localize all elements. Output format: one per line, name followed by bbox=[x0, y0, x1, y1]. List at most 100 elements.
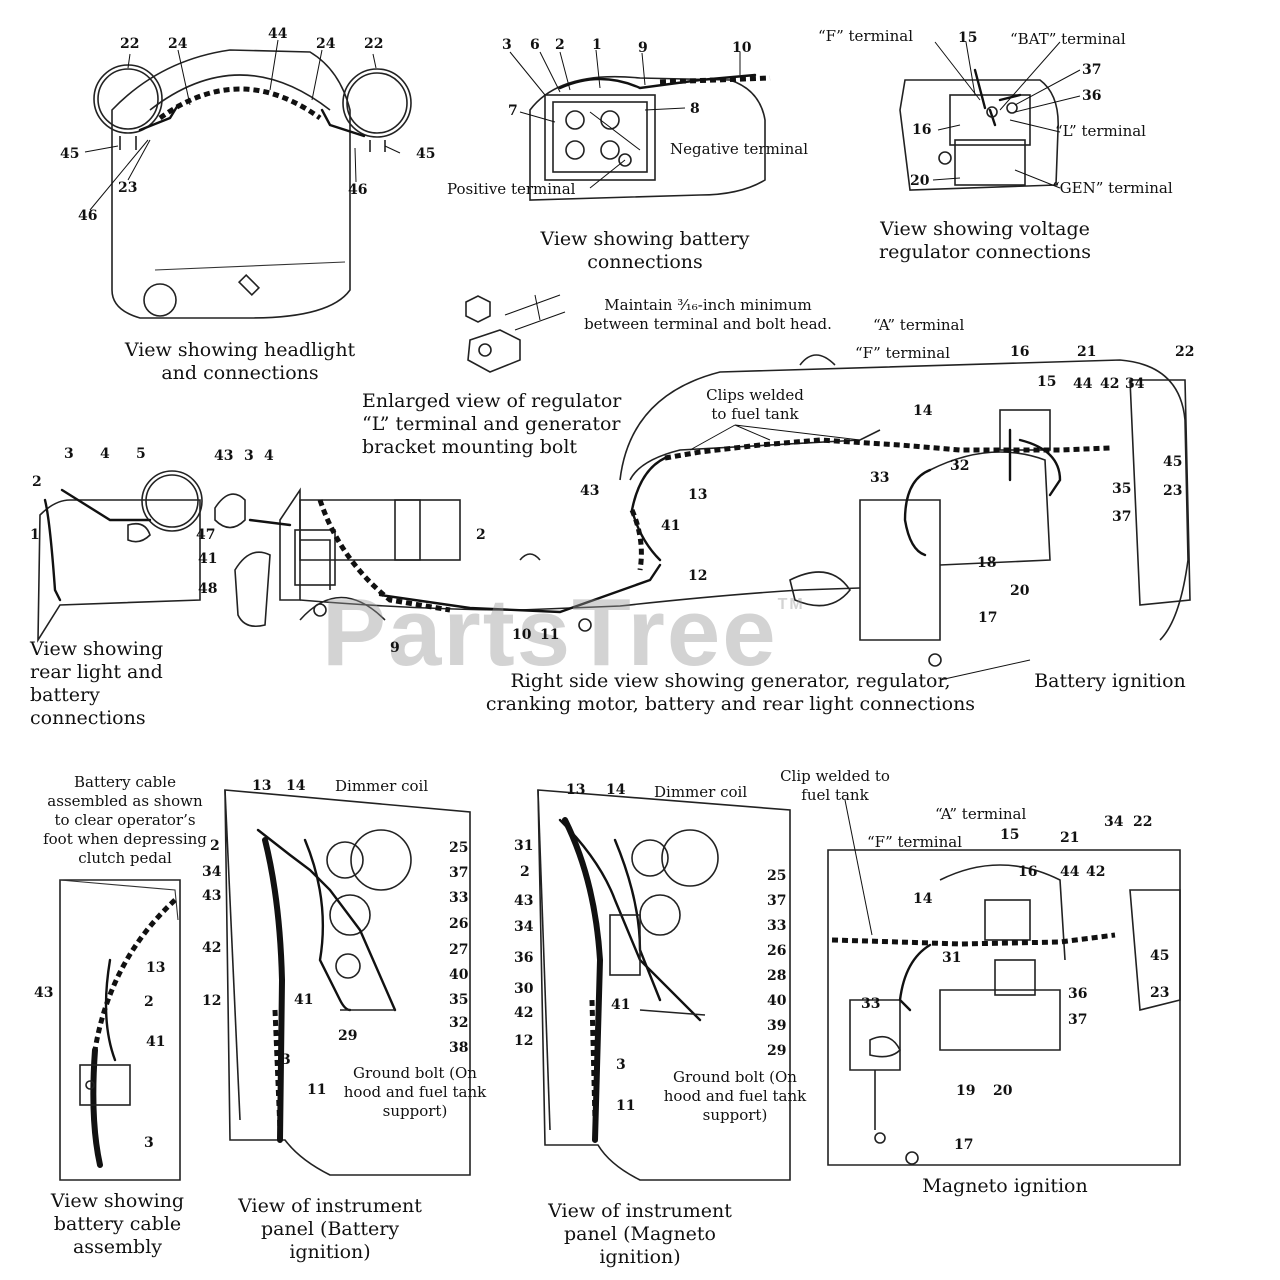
callout: 15 bbox=[1037, 374, 1057, 390]
label-clip-welded: Clip welded to fuel tank bbox=[780, 767, 890, 804]
label-dimmer-coil-magneto: Dimmer coil bbox=[654, 783, 748, 801]
callout: 26 bbox=[449, 916, 469, 932]
callout: 23 bbox=[1163, 483, 1183, 499]
watermark-trademark: TM bbox=[777, 596, 805, 613]
callout: 48 bbox=[198, 581, 218, 597]
callout: 25 bbox=[767, 868, 787, 884]
callout: 27 bbox=[449, 942, 469, 958]
callout: 36 bbox=[1082, 88, 1102, 104]
callout: 3 bbox=[616, 1057, 626, 1073]
label-clips-welded: Clips welded to fuel tank bbox=[706, 386, 804, 423]
label-f-terminal-magneto: “F” terminal bbox=[867, 833, 963, 851]
callout: 46 bbox=[78, 208, 98, 224]
callout: 25 bbox=[449, 840, 469, 856]
callout: 32 bbox=[950, 458, 970, 474]
callout: 37 bbox=[1068, 1012, 1088, 1028]
callout: 18 bbox=[977, 555, 997, 571]
callout: 45 bbox=[60, 146, 80, 162]
callout: 37 bbox=[449, 865, 469, 881]
callout: 44 bbox=[1060, 864, 1080, 880]
callout: 34 bbox=[1104, 814, 1124, 830]
callout: 15 bbox=[1000, 827, 1020, 843]
callout: 30 bbox=[514, 981, 534, 997]
regulator-view-drawing bbox=[899, 68, 1059, 191]
callout: 23 bbox=[1150, 985, 1170, 1001]
label-bat-terminal: “BAT” terminal bbox=[1010, 30, 1126, 48]
callout: 26 bbox=[767, 943, 787, 959]
label-dimmer-coil-battery: Dimmer coil bbox=[335, 777, 429, 795]
callout: 34 bbox=[514, 919, 534, 935]
caption-cable-note: Battery cable assembled as shown to clea… bbox=[43, 773, 207, 867]
label-ground-bolt-magneto: Ground bolt (On hood and fuel tank suppo… bbox=[663, 1068, 807, 1124]
cable-assembly-drawing bbox=[59, 879, 181, 1181]
callout: 31 bbox=[942, 950, 962, 966]
callout: 43 bbox=[34, 985, 54, 1001]
caption-headlight: View showing headlight and connections bbox=[124, 339, 356, 384]
callout: 28 bbox=[767, 968, 787, 984]
callout: 20 bbox=[1010, 583, 1030, 599]
callout: 5 bbox=[136, 446, 146, 462]
callout: 2 bbox=[520, 864, 530, 880]
callout: 34 bbox=[202, 864, 222, 880]
caption-battery: View showing battery connections bbox=[540, 228, 750, 273]
callout: 45 bbox=[416, 146, 436, 162]
callout: 4 bbox=[264, 448, 274, 464]
callout: 33 bbox=[861, 996, 881, 1012]
callout: 38 bbox=[449, 1040, 469, 1056]
callout: 3 bbox=[281, 1052, 291, 1068]
callout: 42 bbox=[202, 940, 222, 956]
callout-leaders bbox=[84, 39, 1081, 211]
callout: 42 bbox=[1100, 376, 1120, 392]
callout: 41 bbox=[661, 518, 681, 534]
callout: 29 bbox=[767, 1043, 787, 1059]
callout: 20 bbox=[993, 1083, 1013, 1099]
caption-maintain-clearance: Maintain ³⁄₁₆-inch minimum between termi… bbox=[584, 296, 832, 333]
callout: 17 bbox=[954, 1137, 974, 1153]
callout: 33 bbox=[449, 890, 469, 906]
callout: 43 bbox=[214, 448, 234, 464]
callout: 9 bbox=[638, 40, 648, 56]
callout: 31 bbox=[514, 838, 534, 854]
callout: 35 bbox=[449, 992, 469, 1008]
caption-battery-ignition: Battery ignition bbox=[1034, 670, 1186, 692]
callout: 19 bbox=[956, 1083, 976, 1099]
callout: 42 bbox=[514, 1005, 534, 1021]
caption-right-side: Right side view showing generator, regul… bbox=[485, 670, 976, 715]
callout: 37 bbox=[1082, 62, 1102, 78]
callout: 12 bbox=[688, 568, 708, 584]
caption-magneto-ignition: Magneto ignition bbox=[922, 1175, 1088, 1197]
callout: 12 bbox=[202, 993, 222, 1009]
callout: 37 bbox=[767, 893, 787, 909]
callout: 37 bbox=[1112, 509, 1132, 525]
callout: 14 bbox=[913, 403, 933, 419]
callout: 35 bbox=[1112, 481, 1132, 497]
callout: 2 bbox=[210, 838, 220, 854]
callout: 42 bbox=[1086, 864, 1106, 880]
label-gen-terminal: “GEN” terminal bbox=[1052, 179, 1173, 197]
label-f-terminal-main: “F” terminal bbox=[855, 344, 951, 362]
callout: 40 bbox=[449, 967, 469, 983]
callout: 16 bbox=[1010, 344, 1030, 360]
callout: 3 bbox=[144, 1135, 154, 1151]
callout: 9 bbox=[390, 640, 400, 656]
callout: 22 bbox=[120, 36, 140, 52]
callout: 43 bbox=[580, 483, 600, 499]
callout: 22 bbox=[1133, 814, 1153, 830]
callout: 17 bbox=[978, 610, 998, 626]
callout: 22 bbox=[1175, 344, 1195, 360]
callout: 33 bbox=[870, 470, 890, 486]
callout: 14 bbox=[606, 782, 626, 798]
callout: 46 bbox=[348, 182, 368, 198]
callout: 14 bbox=[913, 891, 933, 907]
caption-enlarged: Enlarged view of regulator “L” terminal … bbox=[362, 390, 622, 458]
callout: 20 bbox=[910, 173, 930, 189]
callout: 13 bbox=[688, 487, 708, 503]
callout: 16 bbox=[912, 122, 932, 138]
callout: 7 bbox=[508, 103, 518, 119]
callout: 8 bbox=[690, 101, 700, 117]
label-f-terminal-regulator: “F” terminal bbox=[818, 27, 914, 45]
callout: 11 bbox=[540, 627, 560, 643]
callout: 36 bbox=[514, 950, 534, 966]
